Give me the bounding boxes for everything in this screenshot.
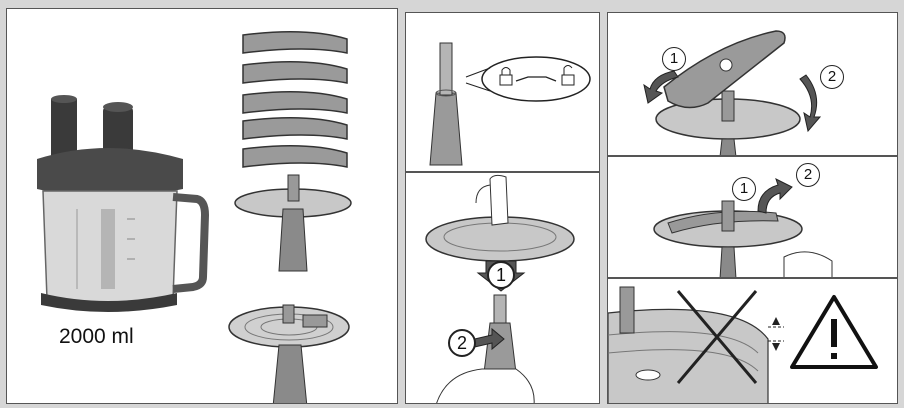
- capacity-label: 2000 ml: [59, 325, 134, 349]
- gap-indicator: [768, 317, 784, 351]
- arrow-curved-icon: [758, 179, 792, 213]
- overview-panel: 2000 ml: [6, 8, 398, 404]
- grating-disc: [229, 305, 349, 404]
- warning-panel: [607, 278, 898, 404]
- step-2-badge: 2: [448, 329, 476, 357]
- warning-icon: [792, 297, 876, 367]
- step-1-badge: 1: [487, 261, 515, 289]
- remove-blade-panel: 1 2: [607, 156, 898, 278]
- disc-inserts: [243, 32, 347, 167]
- step-2-badge: 2: [796, 163, 820, 187]
- step-1-badge: 1: [732, 177, 756, 201]
- insert-blade-panel: 1 2: [405, 172, 600, 404]
- step-1-badge: 1: [662, 47, 686, 71]
- attach-blade-panel: 1 2: [607, 12, 898, 156]
- lock-spindle-panel: [405, 12, 600, 172]
- step-2-badge: 2: [820, 65, 844, 89]
- disc-on-spindle: [235, 175, 351, 271]
- processor-bowl: [37, 95, 205, 312]
